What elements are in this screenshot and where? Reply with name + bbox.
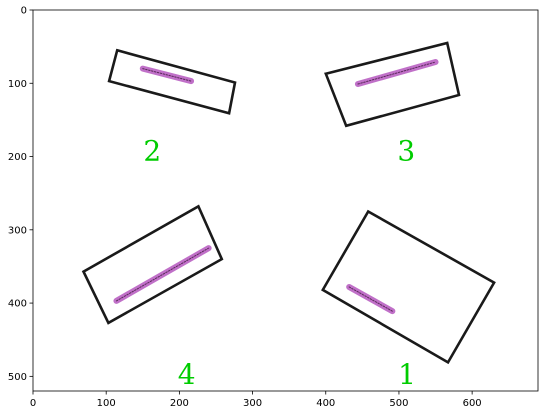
annotation-label-1: 1 [398,358,416,391]
rectangle-group [81,41,496,365]
annotation-label-2: 2 [143,134,161,167]
y-tick-label: 400 [8,299,27,310]
x-tick-label: 500 [389,398,408,409]
x-axis: 0 100 200 300 400 500 600 [30,391,482,409]
rectangle-3 [324,41,461,128]
line-segment-core-4 [115,247,210,302]
axes-frame [32,9,539,392]
rectangle-4 [81,204,224,325]
line-segment-core-2 [142,68,192,82]
y-tick-label: 300 [8,225,27,236]
x-tick-label: 400 [316,398,335,409]
y-tick-label: 200 [8,152,27,163]
x-tick-label: 600 [463,398,482,409]
annotation-label-3: 3 [397,134,415,167]
rectangle-2 [107,48,237,115]
annotation-label-4: 4 [178,358,196,391]
line-segment-core-3 [357,61,437,85]
line-segment-group [113,59,439,315]
y-tick-label: 500 [8,372,27,383]
y-tick-label: 100 [8,79,27,90]
line-segment-core-1 [348,286,393,312]
x-tick-label: 300 [243,398,262,409]
x-tick-label: 200 [170,398,189,409]
y-tick-label: 0 [21,6,27,17]
x-tick-label: 100 [97,398,116,409]
y-axis: 0 100 200 300 400 500 [8,6,33,383]
annotation-group: 1 2 3 4 [143,134,416,390]
rectangle-1 [321,209,496,365]
x-tick-label: 0 [30,398,36,409]
